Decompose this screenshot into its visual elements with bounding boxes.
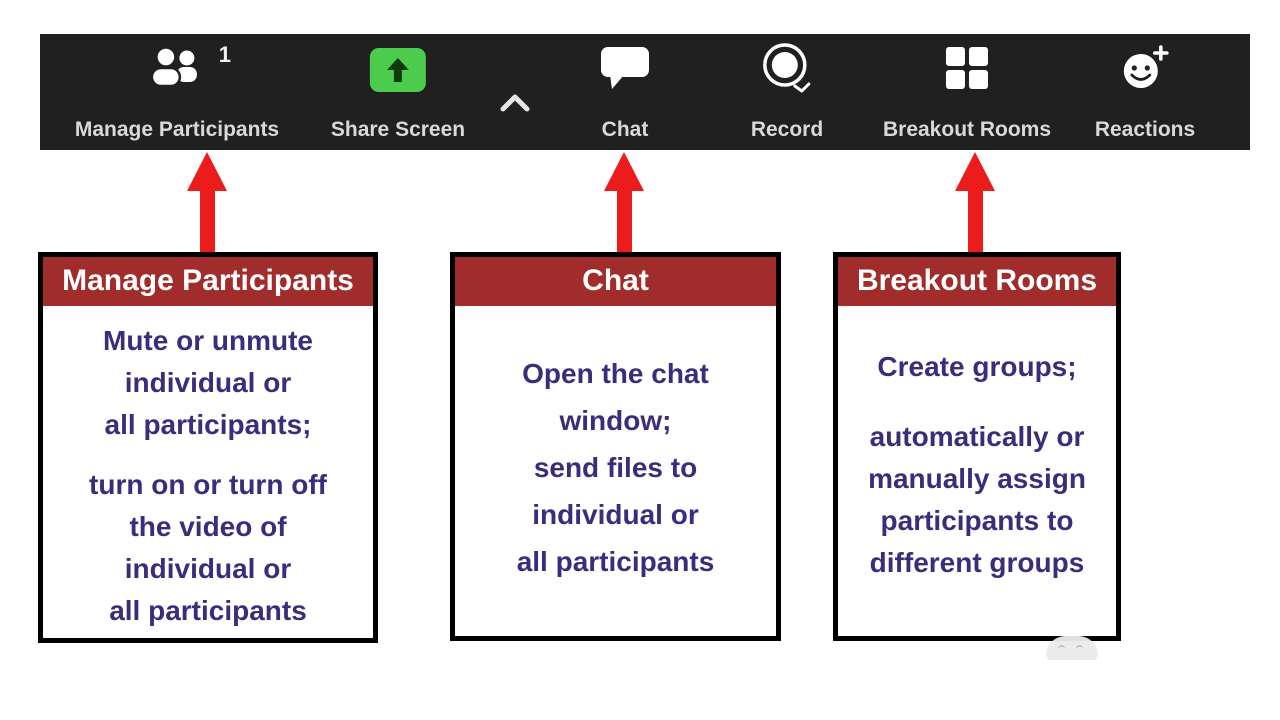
manage-participants-label: Manage Participants [74,118,280,141]
share-screen-icon [370,48,426,92]
record-button[interactable]: Record [751,34,823,150]
arrow-to-manage-participants [187,152,227,252]
chat-icon [599,45,651,96]
participant-count-badge: 1 [218,42,231,67]
chat-label: Chat [601,118,649,141]
breakout-rooms-button[interactable]: Breakout Rooms [883,34,1051,150]
callout-breakout-rooms: Breakout Rooms Create groups; automatica… [833,252,1121,641]
arrow-to-breakout-rooms [955,152,995,252]
callout-text: turn on or turn off the video of individ… [89,469,327,626]
faint-emoji-watermark [1046,636,1098,660]
callout-title: Breakout Rooms [838,257,1116,306]
participants-icon [149,45,205,95]
callout-text: send files to individual or all particip… [516,452,715,577]
reactions-icon [1119,44,1171,97]
share-screen-button[interactable]: Share Screen [331,34,465,150]
callout-manage-participants: Manage Participants Mute or unmute indiv… [38,252,378,643]
callout-text: Mute or unmute individual or all partici… [103,325,313,440]
zoom-meeting-toolbar: 1 Manage Participants Share Screen [40,34,1250,150]
reactions-button[interactable]: Reactions [1095,34,1195,150]
callout-chat: Chat Open the chat window; send files to… [450,252,781,641]
breakout-rooms-label: Breakout Rooms [882,118,1052,141]
callout-text: Create groups; [877,351,1077,382]
chevron-up-icon [498,94,532,118]
share-screen-options-button[interactable] [498,92,532,119]
callout-text: Open the chat window; [522,358,709,436]
callout-title: Manage Participants [43,257,373,306]
arrow-to-chat [604,152,644,252]
breakout-rooms-icon [943,44,991,97]
reactions-label: Reactions [1094,118,1196,141]
chat-button[interactable]: Chat [599,34,651,150]
record-icon [758,42,816,99]
share-screen-label: Share Screen [330,118,466,141]
record-label: Record [750,118,824,141]
callout-title: Chat [455,257,776,306]
callout-text: automatically or manually assign partici… [868,421,1086,578]
manage-participants-button[interactable]: 1 Manage Participants [75,34,279,150]
